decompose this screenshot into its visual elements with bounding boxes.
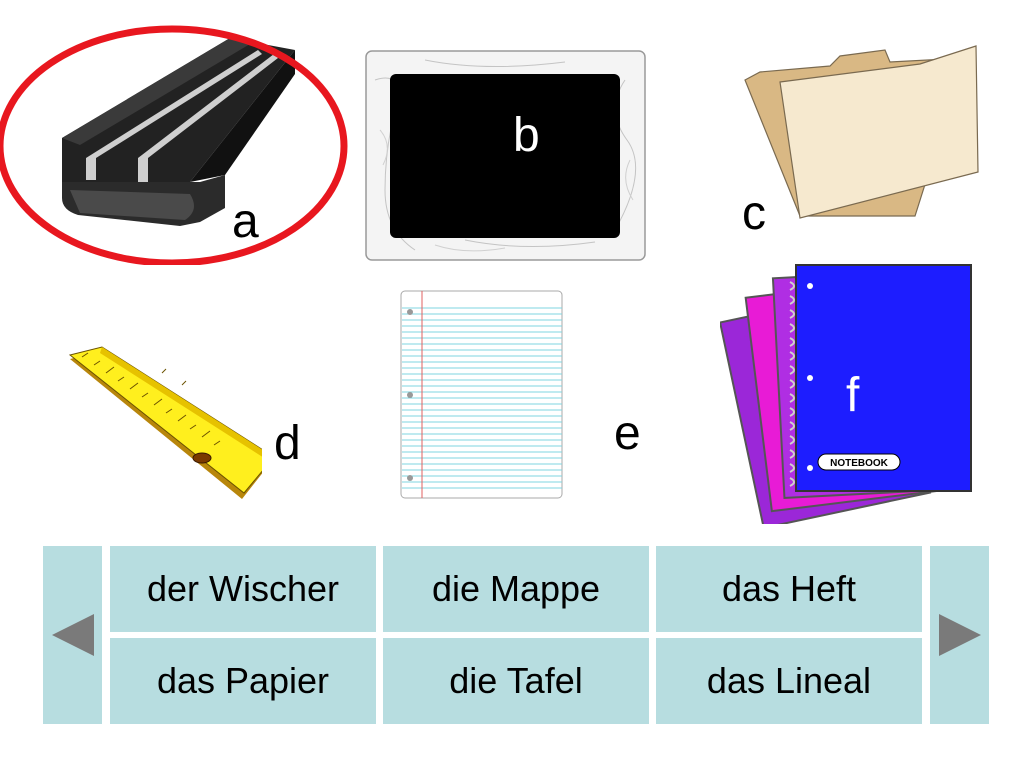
right-arrow-icon xyxy=(938,614,981,656)
ruler-item[interactable] xyxy=(62,345,275,505)
eraser-icon xyxy=(0,25,348,267)
word-tile-die-mappe[interactable]: die Mappe xyxy=(383,546,649,632)
chalkboard-icon xyxy=(365,50,646,261)
item-letter-d: d xyxy=(274,417,301,470)
item-letter-a: a xyxy=(232,195,259,248)
word-grid: der Wischer die Mappe das Heft das Papie… xyxy=(110,546,922,724)
notebook-item[interactable]: NOTEBOOK f xyxy=(718,262,975,530)
notebook-label: NOTEBOOK xyxy=(830,458,889,469)
item-letter-f: f xyxy=(846,369,860,422)
paper-item[interactable] xyxy=(400,290,564,500)
left-arrow-icon xyxy=(51,614,94,656)
item-letter-e: e xyxy=(614,407,641,460)
item-letter-c: c xyxy=(742,187,766,240)
word-tile-der-wischer[interactable]: der Wischer xyxy=(110,546,376,632)
folder-item[interactable] xyxy=(740,44,980,224)
word-tile-das-papier[interactable]: das Papier xyxy=(110,638,376,724)
notebook-icon: NOTEBOOK xyxy=(718,264,972,530)
chalkboard-item[interactable]: b xyxy=(365,50,647,262)
folder-icon xyxy=(744,45,979,219)
selection-ring xyxy=(0,25,348,267)
lined-paper-icon xyxy=(400,290,563,499)
word-tile-das-lineal[interactable]: das Lineal xyxy=(656,638,922,724)
eraser-item[interactable] xyxy=(0,10,350,267)
word-tile-das-heft[interactable]: das Heft xyxy=(656,546,922,632)
next-button[interactable] xyxy=(930,546,989,724)
item-letter-b: b xyxy=(513,109,540,162)
prev-button[interactable] xyxy=(43,546,102,724)
word-tile-die-tafel[interactable]: die Tafel xyxy=(383,638,649,724)
ruler-icon xyxy=(68,346,275,499)
